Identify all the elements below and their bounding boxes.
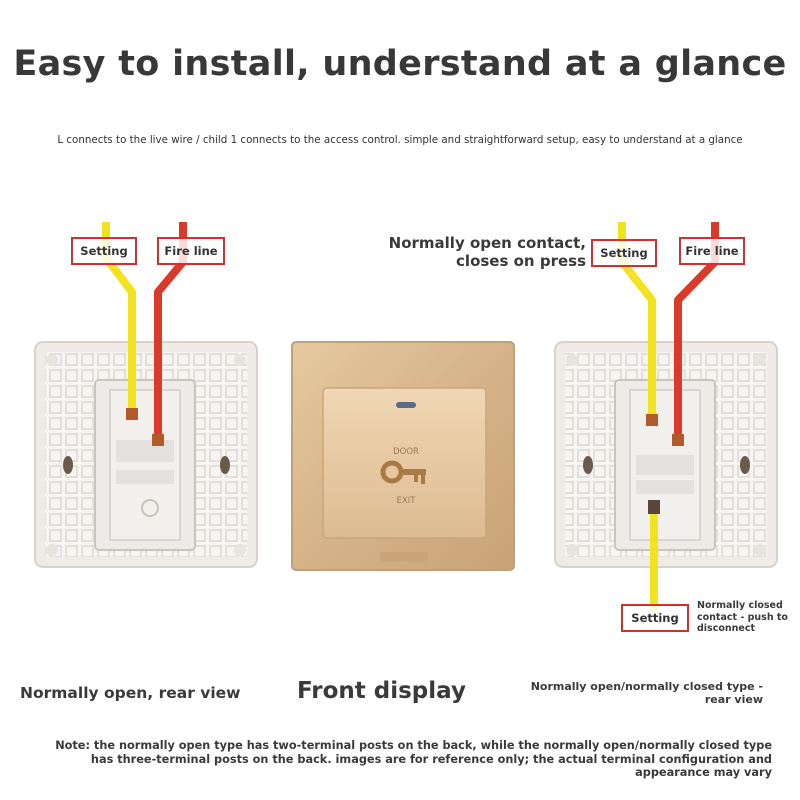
key-icon bbox=[380, 460, 426, 484]
right-rear-panel bbox=[554, 341, 778, 568]
left-terminal-2 bbox=[152, 434, 164, 446]
footer-note: Note: the normally open type has two-ter… bbox=[55, 739, 772, 779]
right-setting-tag: Setting bbox=[591, 239, 657, 267]
brand-logo bbox=[380, 552, 428, 562]
right-terminal-1 bbox=[646, 414, 658, 426]
right-terminal-2 bbox=[672, 434, 684, 446]
caption-rear-view: Normally open, rear view bbox=[20, 684, 241, 702]
caption-no-nc-rear-view: Normally open/normally closed type - rea… bbox=[530, 680, 763, 706]
left-rear-panel bbox=[34, 341, 258, 568]
right-fire-line-tag: Fire line bbox=[679, 237, 745, 265]
page-title: Easy to install, understand at a glance bbox=[13, 44, 787, 84]
front-panel: DOOR EXIT bbox=[291, 341, 515, 571]
left-fire-line-tag: Fire line bbox=[157, 237, 225, 265]
normally-open-press-note: Normally open contact, closes on press bbox=[388, 234, 586, 270]
exit-text: EXIT bbox=[397, 496, 417, 506]
normally-closed-note: Normally closed contact - push to discon… bbox=[697, 600, 788, 634]
led-indicator-icon bbox=[396, 402, 416, 408]
door-text: DOOR bbox=[393, 447, 419, 457]
right-bottom-setting-tag: Setting bbox=[621, 604, 689, 632]
right-terminal-3 bbox=[648, 500, 660, 514]
left-terminal-1 bbox=[126, 408, 138, 420]
left-setting-tag: Setting bbox=[71, 237, 137, 265]
page-subtitle: L connects to the live wire / child 1 co… bbox=[57, 134, 743, 146]
caption-front-display: Front display bbox=[297, 678, 466, 704]
